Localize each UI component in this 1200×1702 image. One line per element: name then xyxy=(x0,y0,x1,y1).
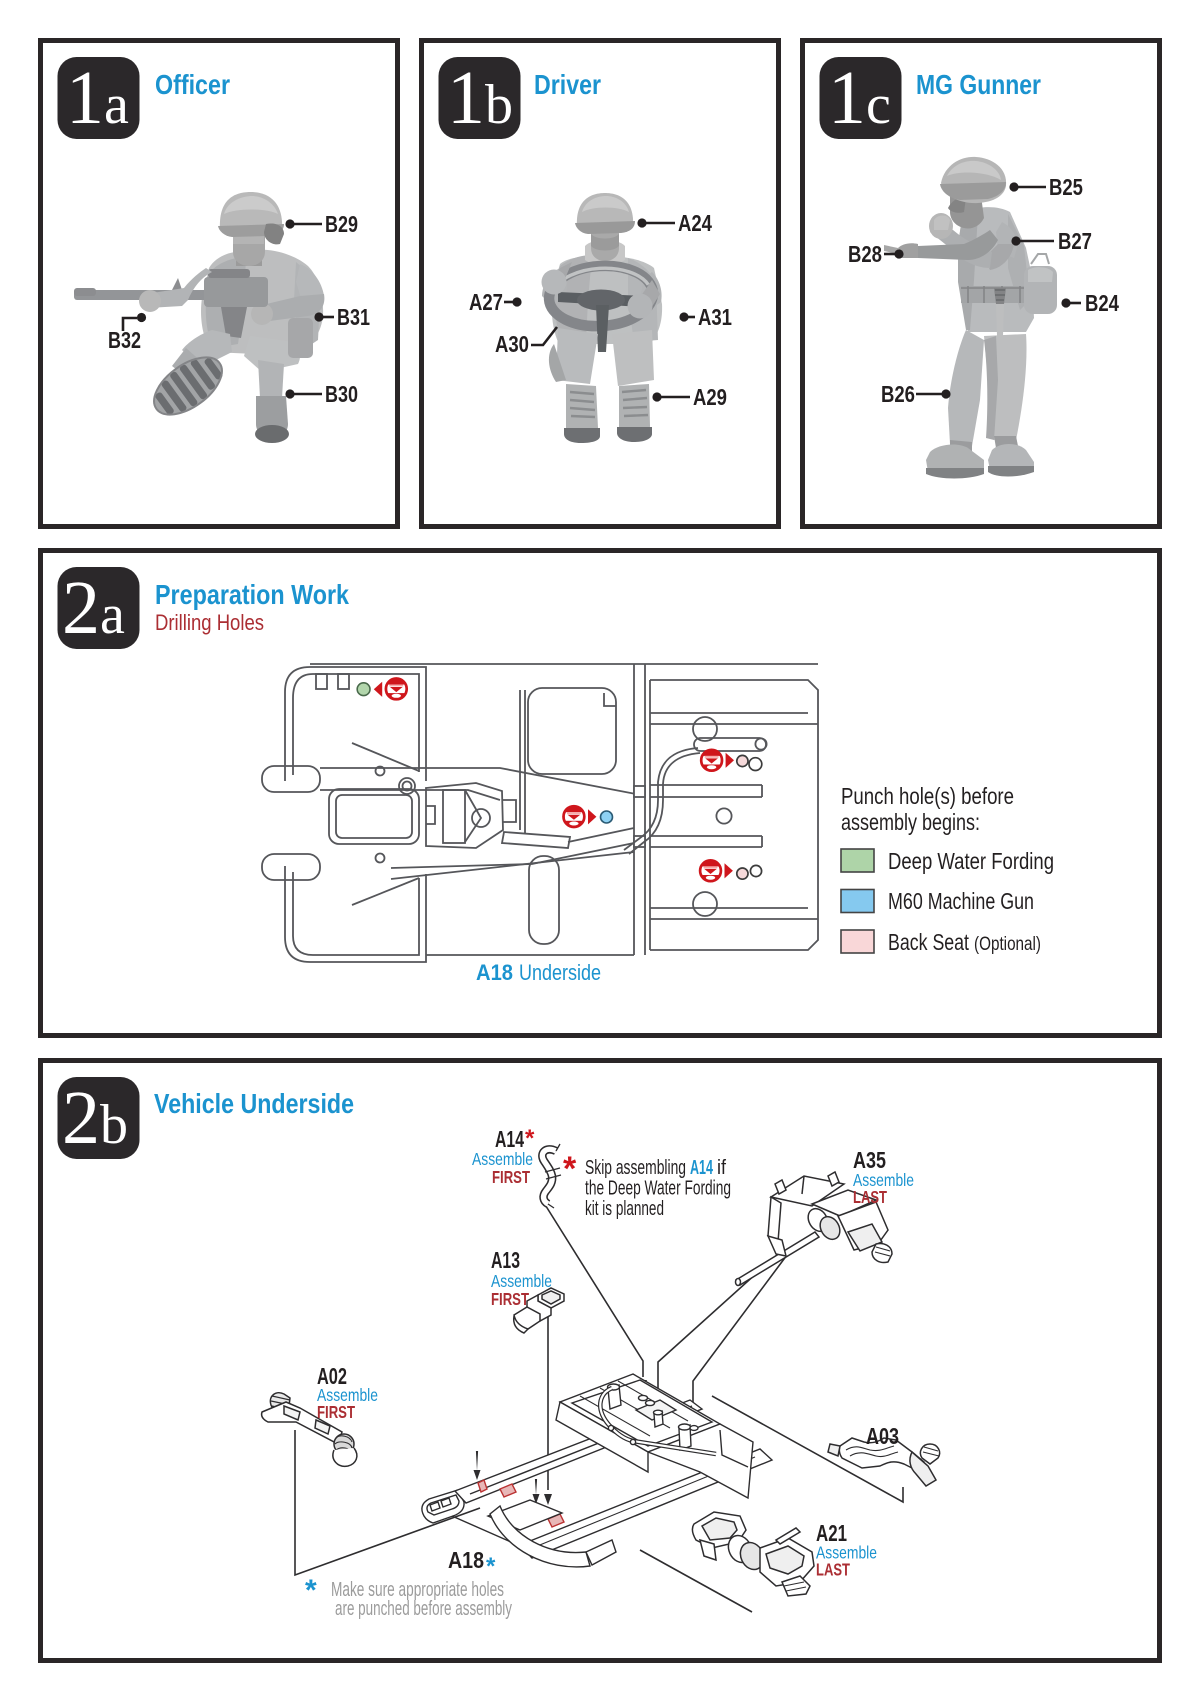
svg-text:1b: 1b xyxy=(447,56,513,140)
svg-text:are punched before assembly: are punched before assembly xyxy=(335,1597,512,1620)
svg-text:A24: A24 xyxy=(678,210,712,236)
svg-text:Back Seat: Back Seat xyxy=(888,929,969,955)
svg-text:Assemble: Assemble xyxy=(853,1170,914,1190)
svg-text:Assemble: Assemble xyxy=(472,1149,533,1169)
svg-text:B31: B31 xyxy=(337,304,370,330)
svg-text:Driver: Driver xyxy=(534,69,601,100)
svg-text:assembly begins:: assembly begins: xyxy=(841,809,980,835)
svg-text:B27: B27 xyxy=(1058,228,1092,254)
svg-text:Officer: Officer xyxy=(155,69,230,100)
svg-text:A30: A30 xyxy=(495,331,529,357)
svg-text:A27: A27 xyxy=(469,289,503,315)
svg-text:A02: A02 xyxy=(317,1363,347,1389)
svg-text:A31: A31 xyxy=(698,304,732,330)
svg-text:Deep Water Fording: Deep Water Fording xyxy=(888,848,1054,874)
svg-text:Skip assembling: Skip assembling xyxy=(585,1156,686,1179)
svg-text:the Deep Water Fording: the Deep Water Fording xyxy=(585,1177,731,1200)
svg-text:A18: A18 xyxy=(448,1547,484,1573)
svg-text:*: * xyxy=(525,1125,535,1152)
svg-text:A13: A13 xyxy=(491,1247,520,1273)
svg-text:1c: 1c xyxy=(828,56,891,140)
svg-text:B30: B30 xyxy=(325,381,358,407)
svg-text:B26: B26 xyxy=(881,381,915,407)
svg-text:Assemble: Assemble xyxy=(491,1271,552,1291)
svg-text:FIRST: FIRST xyxy=(491,1289,529,1309)
svg-text:B25: B25 xyxy=(1049,174,1083,200)
svg-text:Vehicle Underside: Vehicle Underside xyxy=(154,1088,354,1119)
svg-text:B32: B32 xyxy=(108,327,141,353)
svg-text:Drilling Holes: Drilling Holes xyxy=(155,610,264,635)
svg-text:Preparation Work: Preparation Work xyxy=(155,579,349,610)
svg-text:MG Gunner: MG Gunner xyxy=(916,69,1041,100)
svg-text:A14: A14 xyxy=(690,1156,713,1179)
svg-text:Punch hole(s) before: Punch hole(s) before xyxy=(841,783,1014,809)
svg-text:Assemble: Assemble xyxy=(317,1385,378,1405)
svg-text:A29: A29 xyxy=(693,384,727,410)
svg-text:A21: A21 xyxy=(816,1520,847,1546)
svg-text:A14: A14 xyxy=(495,1126,524,1152)
svg-text:M60 Machine Gun: M60 Machine Gun xyxy=(888,888,1034,914)
svg-text:FIRST: FIRST xyxy=(317,1402,355,1422)
svg-text:if: if xyxy=(717,1156,726,1179)
svg-text:Assemble: Assemble xyxy=(816,1543,877,1563)
svg-text:A35: A35 xyxy=(853,1147,886,1173)
svg-text:Underside: Underside xyxy=(519,960,601,985)
svg-text:A18: A18 xyxy=(476,960,513,985)
svg-text:B28: B28 xyxy=(848,241,882,267)
svg-text:*: * xyxy=(305,1574,317,1607)
svg-text:LAST: LAST xyxy=(816,1560,850,1580)
svg-text:kit is planned: kit is planned xyxy=(585,1197,664,1220)
svg-text:B24: B24 xyxy=(1085,290,1119,316)
svg-text:(Optional): (Optional) xyxy=(974,934,1041,955)
svg-text:B29: B29 xyxy=(325,211,358,237)
svg-text:FIRST: FIRST xyxy=(492,1167,530,1187)
svg-text:A03: A03 xyxy=(866,1423,899,1449)
svg-text:*: * xyxy=(486,1553,496,1580)
svg-text:*: * xyxy=(563,1150,577,1188)
svg-text:LAST: LAST xyxy=(853,1187,887,1207)
svg-text:Make sure appropriate holes: Make sure appropriate holes xyxy=(331,1578,504,1601)
